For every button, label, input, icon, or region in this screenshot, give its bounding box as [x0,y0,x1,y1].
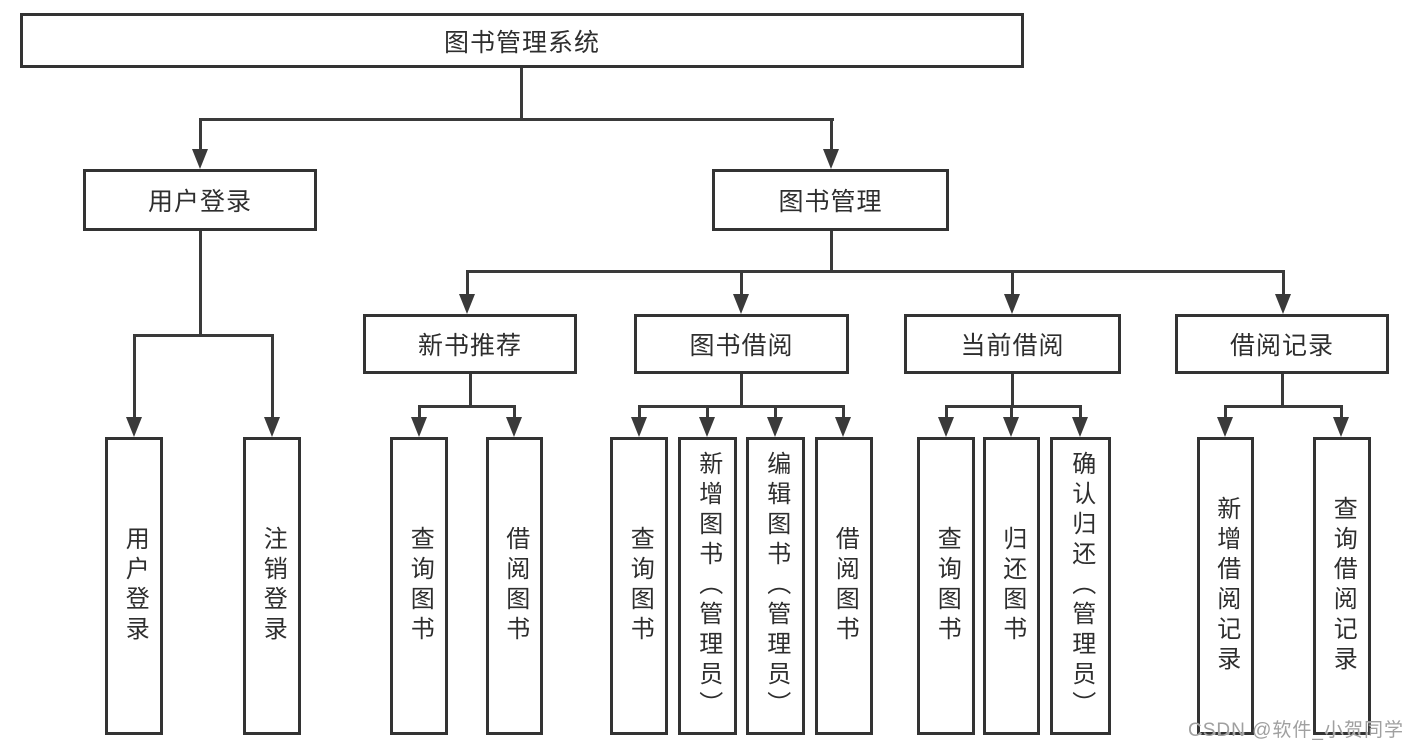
arrow-down-icon [506,417,522,437]
connector-line [830,231,833,272]
node-label: 查询借阅记录 [1329,496,1357,676]
arrow-down-icon [835,417,851,437]
arrow-down-icon [1072,417,1088,437]
connector-line [418,405,516,408]
node-label: 查询图书 [406,526,434,646]
arrow-down-icon [411,417,427,437]
connector-line [418,405,421,419]
connector-line [466,270,469,296]
connector-line [1011,374,1014,407]
connector-line [466,270,1284,273]
connector-line [1010,405,1013,419]
node-library-management-system: 图书管理系统 [20,13,1024,68]
node-label: 图书借阅 [689,332,794,360]
arrow-down-icon [767,417,783,437]
connector-line [638,405,641,419]
node-leaf-bb-add-books-admin: 新增图书（管理员） [678,437,737,735]
node-new-book-recommend: 新书推荐 [363,314,577,374]
arrow-down-icon [733,294,749,314]
arrow-down-icon [126,417,142,437]
node-label: 归还图书 [998,526,1026,646]
node-borrowing-records: 借阅记录 [1175,314,1389,374]
connector-line [1224,405,1343,408]
node-leaf-cb-confirm-return-admin: 确认归还（管理员） [1050,437,1111,735]
connector-line [1282,270,1285,296]
node-leaf-bb-borrow-books: 借阅图书 [815,437,873,735]
arrow-down-icon [938,417,954,437]
connector-line [740,374,743,407]
node-label: 借阅记录 [1229,332,1334,360]
arrow-down-icon [1275,294,1291,314]
node-label: 新增图书（管理员） [694,451,722,721]
node-leaf-cb-return-books: 归还图书 [983,437,1040,735]
node-label: 图书管理系统 [443,28,600,57]
node-leaf-cb-query-books: 查询图书 [917,437,975,735]
connector-line [469,374,472,407]
arrow-down-icon [459,294,475,314]
connector-line [842,405,845,419]
connector-line [1224,405,1227,419]
node-label: 用户登录 [121,526,149,646]
connector-line [945,405,1081,408]
connector-line [133,334,274,337]
connector-line [1340,405,1343,419]
arrow-down-icon [1003,417,1019,437]
connector-line [513,405,516,419]
node-leaf-logout: 注销登录 [243,437,301,735]
node-leaf-br-add-record: 新增借阅记录 [1197,437,1254,735]
node-leaf-nb-borrow-books: 借阅图书 [486,437,543,735]
node-leaf-bb-query-books: 查询图书 [610,437,668,735]
arrow-down-icon [699,417,715,437]
arrow-down-icon [264,417,280,437]
arrow-down-icon [631,417,647,437]
connector-line [271,334,274,419]
csdn-watermark: CSDN @软件_小贺同学 [1188,720,1404,741]
arrow-down-icon [1217,417,1233,437]
connector-line [1011,270,1014,296]
connector-line [199,118,834,121]
node-label: 新书推荐 [417,332,522,360]
connector-line [945,405,948,419]
node-current-borrowing: 当前借阅 [904,314,1121,374]
connector-line [199,231,202,336]
node-label: 注销登录 [259,526,287,646]
arrow-down-icon [823,149,839,169]
connector-line [1281,374,1284,407]
node-label: 查询图书 [933,526,961,646]
node-label: 图书管理 [778,188,883,216]
node-label: 当前借阅 [960,332,1065,360]
node-label: 查询图书 [626,526,654,646]
connector-line [520,68,523,120]
connector-line [706,405,709,419]
node-leaf-br-query-record: 查询借阅记录 [1313,437,1371,735]
node-label: 借阅图书 [501,526,529,646]
node-label: 确认归还（管理员） [1067,451,1095,721]
connector-line [133,334,136,419]
connector-line [638,405,845,408]
node-label: 用户登录 [147,188,252,216]
node-label: 编辑图书（管理员） [762,451,790,721]
connector-line [774,405,777,419]
connector-line [199,118,202,152]
node-label: 借阅图书 [831,526,859,646]
arrow-down-icon [1333,417,1349,437]
node-label: 新增借阅记录 [1212,496,1240,676]
node-book-management: 图书管理 [712,169,949,231]
node-leaf-user-login: 用户登录 [105,437,163,735]
node-user-login: 用户登录 [83,169,317,231]
node-book-borrowing: 图书借阅 [634,314,849,374]
node-leaf-nb-query-books: 查询图书 [390,437,448,735]
arrow-down-icon [1004,294,1020,314]
connector-line [830,118,833,152]
connector-line [1079,405,1082,419]
arrow-down-icon [192,149,208,169]
node-leaf-bb-edit-books-admin: 编辑图书（管理员） [746,437,805,735]
connector-line [740,270,743,296]
